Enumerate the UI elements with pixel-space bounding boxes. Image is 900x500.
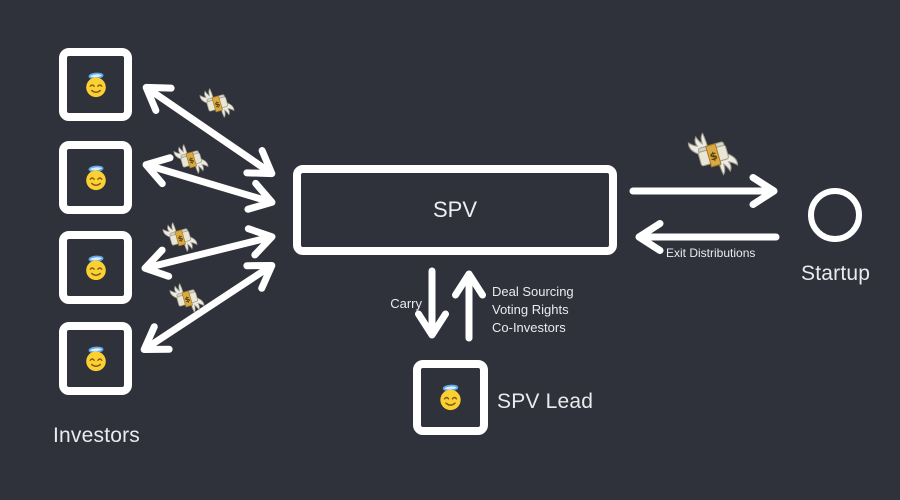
carry-label: Carry bbox=[390, 296, 422, 311]
co-investors-label: Co-Investors bbox=[492, 320, 566, 335]
smiling-face-with-halo-icon bbox=[82, 71, 110, 99]
investor-node bbox=[59, 231, 132, 304]
money-with-wings-icon bbox=[162, 219, 198, 255]
deal-sourcing-label: Deal Sourcing bbox=[492, 284, 574, 299]
startup-node bbox=[808, 188, 862, 242]
money-with-wings-icon bbox=[199, 85, 235, 121]
spv-lead-node bbox=[413, 360, 488, 435]
startup-label: Startup bbox=[801, 262, 871, 285]
money-with-wings-icon bbox=[173, 141, 209, 177]
investors-label: Investors bbox=[53, 424, 140, 447]
spv-lead-label: SPV Lead bbox=[497, 390, 594, 413]
investor-node bbox=[59, 322, 132, 395]
investor-node bbox=[59, 48, 132, 121]
smiling-face-with-halo-icon bbox=[82, 345, 110, 373]
smiling-face-with-halo-icon bbox=[436, 383, 465, 412]
investor-spv-arrow-4 bbox=[140, 261, 276, 354]
spv-label: SPV bbox=[432, 197, 478, 222]
investor-node bbox=[59, 141, 132, 214]
smiling-face-with-halo-icon bbox=[82, 164, 110, 192]
investor-spv-arrow-2 bbox=[142, 154, 276, 213]
money-with-wings-icon bbox=[687, 128, 739, 180]
money-with-wings-icon bbox=[169, 280, 205, 316]
exit-distributions-label: Exit Distributions bbox=[666, 246, 756, 260]
spv-node: SPV bbox=[293, 165, 617, 255]
voting-rights-label: Voting Rights bbox=[492, 302, 569, 317]
smiling-face-with-halo-icon bbox=[82, 254, 110, 282]
